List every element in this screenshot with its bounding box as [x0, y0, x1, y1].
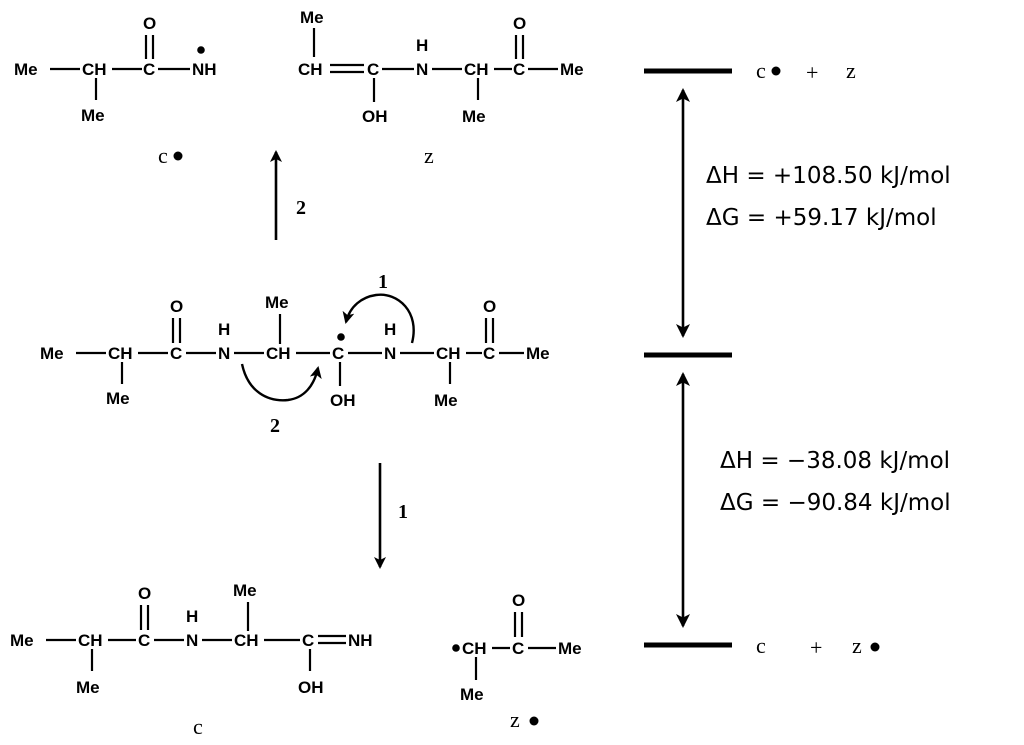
atom-c: C [512, 639, 524, 658]
upper-enthalpy: ΔH = +108.50 kJ/mol [706, 163, 951, 189]
atom-me: Me [460, 685, 484, 704]
bottom-level-z-radical: z [852, 633, 862, 658]
atom-ch: CH [82, 60, 107, 79]
z-structure: Me CH C OH H N CH Me C O Me [298, 8, 584, 126]
radical-dot [870, 642, 880, 652]
atom-ch: CH [108, 344, 133, 363]
radical-dot [529, 716, 539, 726]
atom-h: H [186, 607, 198, 626]
atom-me: Me [81, 106, 105, 125]
radical-dot [337, 333, 345, 341]
atom-ch: CH [464, 60, 489, 79]
top-level-z: z [846, 58, 856, 83]
curved-arrow-2 [240, 363, 322, 402]
curved-arrow-2-label: 2 [270, 415, 280, 437]
atom-oh: OH [362, 107, 388, 126]
top-level-c-radical: c [756, 58, 766, 83]
atom-c: C [170, 344, 182, 363]
radical-dot [197, 46, 205, 54]
atom-nh: NH [348, 631, 373, 650]
atom-me: Me [40, 344, 64, 363]
atom-c: C [332, 344, 344, 363]
atom-h: H [218, 320, 230, 339]
atom-me: Me [526, 344, 550, 363]
pathway-1-label: 1 [398, 501, 408, 523]
label-c-fragment: c [193, 714, 203, 739]
atom-c: C [513, 60, 525, 79]
curved-arrow-1-label: 1 [378, 271, 388, 293]
atom-me: Me [560, 60, 584, 79]
pathway-2-label: 2 [296, 197, 306, 219]
atom-ch: CH [436, 344, 461, 363]
atom-c: C [367, 60, 379, 79]
z-radical-structure: CH Me C O Me [452, 591, 582, 704]
parent-radical-structure: Me CH Me C O H N CH Me C OH H N CH Me C … [40, 293, 550, 410]
upper-free-energy: ΔG = +59.17 kJ/mol [706, 205, 937, 231]
atom-oh: OH [298, 678, 324, 697]
atom-me: Me [300, 8, 324, 27]
bottom-level-plus: + [810, 635, 822, 660]
atom-o: O [512, 591, 525, 610]
c-radical-structure: Me CH Me C O NH [14, 14, 217, 125]
curved-arrow-1 [342, 293, 415, 344]
atom-n: N [384, 344, 396, 363]
atom-ch: CH [462, 639, 487, 658]
atom-ch: CH [266, 344, 291, 363]
atom-me: Me [10, 631, 34, 650]
radical-dot [771, 66, 781, 76]
label-z-radical: z [510, 707, 520, 732]
atom-n: N [218, 344, 230, 363]
c-fragment-structure: Me CH Me C O H N CH Me C OH NH [10, 581, 373, 697]
atom-h: H [384, 320, 396, 339]
atom-c: C [302, 631, 314, 650]
bottom-level-c: c [756, 633, 766, 658]
label-z-fragment: z [424, 143, 434, 168]
atom-o: O [483, 297, 496, 316]
atom-o: O [138, 584, 151, 603]
atom-o: O [143, 14, 156, 33]
atom-nh: NH [192, 60, 217, 79]
atom-c: C [143, 60, 155, 79]
atom-oh: OH [330, 391, 356, 410]
atom-me: Me [265, 293, 289, 312]
atom-h: H [416, 36, 428, 55]
atom-me: Me [558, 639, 582, 658]
top-level-plus: + [806, 60, 818, 85]
atom-me: Me [233, 581, 257, 600]
lower-free-energy: ΔG = −90.84 kJ/mol [720, 490, 951, 516]
atom-ch: CH [78, 631, 103, 650]
lower-enthalpy: ΔH = −38.08 kJ/mol [720, 448, 950, 474]
atom-me: Me [434, 391, 458, 410]
atom-c: C [483, 344, 495, 363]
atom-me: Me [462, 107, 486, 126]
atom-me: Me [14, 60, 38, 79]
atom-me: Me [76, 678, 100, 697]
atom-c: C [138, 631, 150, 650]
atom-ch: CH [298, 60, 323, 79]
atom-ch: CH [234, 631, 259, 650]
radical-dot [452, 644, 460, 652]
label-c-radical: c [158, 143, 168, 168]
atom-n: N [186, 631, 198, 650]
atom-o: O [170, 297, 183, 316]
atom-o: O [513, 14, 526, 33]
atom-me: Me [106, 389, 130, 408]
atom-n: N [416, 60, 428, 79]
radical-dot [173, 151, 183, 161]
